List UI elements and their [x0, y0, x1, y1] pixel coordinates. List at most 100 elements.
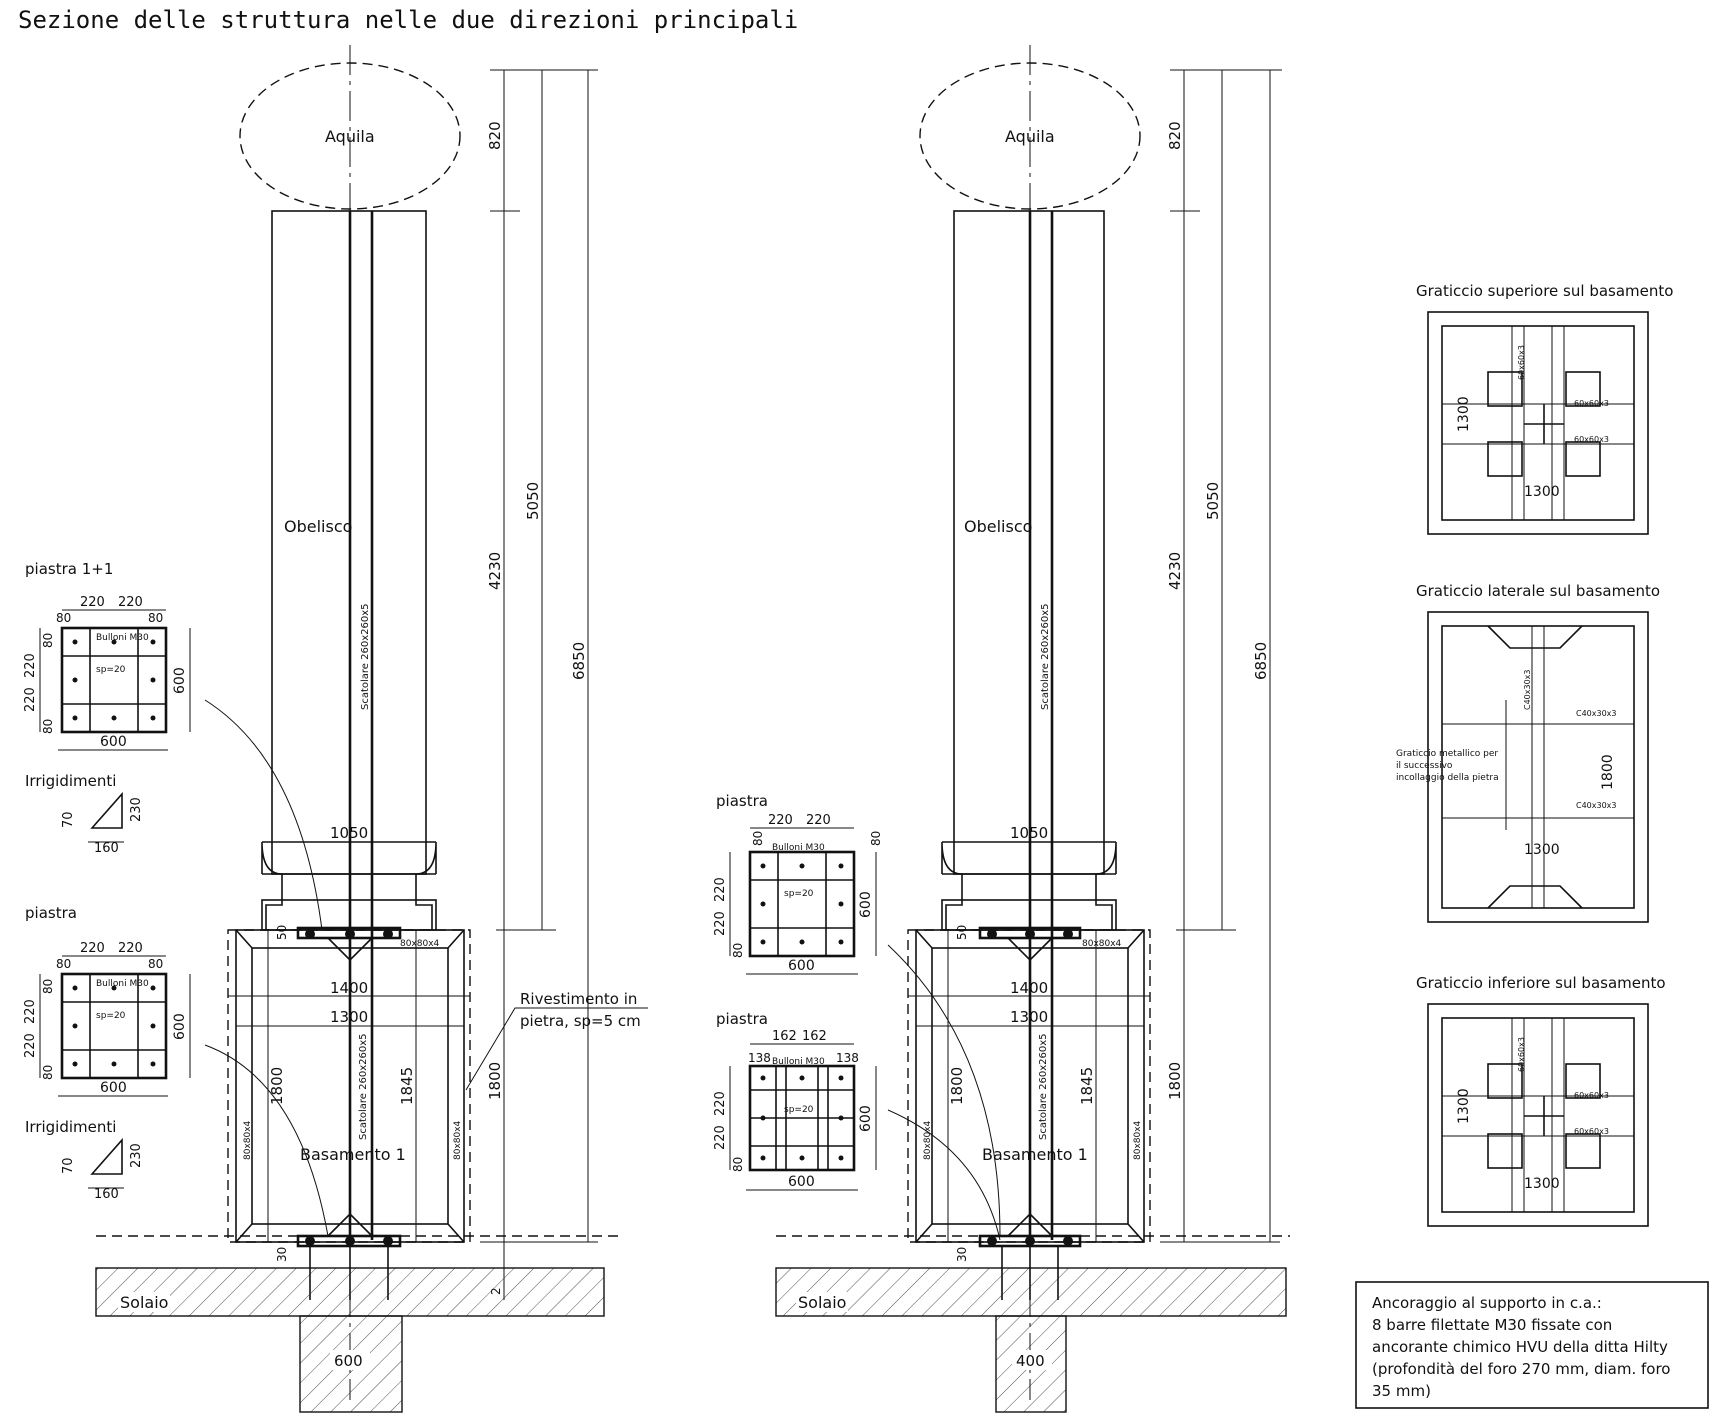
plate-1p1-220b: 220 — [118, 595, 143, 610]
angolare-label-top: 80x80x4 — [400, 939, 440, 949]
plate-right-2-80c: 80 — [731, 1157, 745, 1172]
plate-1p1-80c: 80 — [41, 633, 55, 648]
plate-right-2-220c: 220 — [713, 1091, 728, 1116]
dim-1800-right: 1800 — [486, 1062, 504, 1100]
plate-left-2-80c: 80 — [41, 979, 55, 994]
plate-1p1-title: piastra 1+1 — [25, 560, 113, 578]
dim-6850: 6850 — [570, 642, 588, 680]
plate-left-2-220d: 220 — [23, 1033, 38, 1058]
plate-left-2-220c: 220 — [23, 999, 38, 1024]
plate-left-2-80d: 80 — [41, 1065, 55, 1080]
plate-left-2-220a: 220 — [80, 941, 105, 956]
rivestimento-label-2: pietra, sp=5 cm — [520, 1012, 641, 1030]
plate-right-2-220d: 220 — [713, 1125, 728, 1150]
plate-right-2-162b: 162 — [802, 1029, 827, 1044]
angolare-label-left: 80x80x4 — [243, 1120, 253, 1160]
dim-1800-inner: 1800 — [268, 1067, 286, 1105]
anchor-note-line-4: (profondità del foro 270 mm, diam. foro — [1372, 1360, 1670, 1378]
anchor-note-line-1: Ancoraggio al supporto in c.a.: — [1372, 1294, 1602, 1312]
plate-right-1-sp: sp=20 — [784, 889, 814, 899]
gi-label-1300h: 1300 — [1524, 1176, 1560, 1192]
dim-30-2: 30 — [955, 1247, 969, 1262]
solaio-label: Solaio — [120, 1293, 168, 1312]
plate-right-1-title: piastra — [716, 792, 768, 810]
plate-1p1-220d: 220 — [23, 687, 38, 712]
gl-note-3: incollaggio della pietra — [1396, 773, 1499, 783]
anchor-note-line-3: ancorante chimico HVU della ditta Hilty — [1372, 1338, 1668, 1356]
scatolare-label-top-2: Scatolare 260x260x5 — [1040, 603, 1051, 710]
plate-right-2-bulloni: Bulloni M30 — [772, 1057, 825, 1067]
dim-5050-2: 5050 — [1204, 482, 1222, 520]
scatolare-label-base: Scatolare 260x260x5 — [358, 1033, 369, 1140]
graticcio-inferiore: Graticcio inferiore sul basamento 1300 1… — [1416, 974, 1666, 1227]
aquila-ellipse-2 — [919, 62, 1141, 210]
dim-1300-2: 1300 — [1010, 1008, 1048, 1026]
right-elevation: Aquila Obelisco Scatolare 260x260x5 Basa… — [775, 45, 1290, 1413]
graticcio-inferiore-title: Graticcio inferiore sul basamento — [1416, 974, 1666, 992]
plate-1p1-600h: 600 — [100, 734, 127, 750]
plate-left-2: piastra Bulloni M30 sp=20 220 220 80 80 … — [23, 904, 191, 1202]
anchor-note: Ancoraggio al supporto in c.a.: 8 barre … — [1355, 1281, 1709, 1409]
plate-right-2: piastra Bulloni M30 sp=20 162 162 138 13… — [713, 1010, 877, 1191]
gl-label-c40-v: C40x30x3 — [1523, 669, 1532, 710]
aquila-label-2: Aquila — [1005, 127, 1055, 146]
irrig-2-70: 70 — [61, 1157, 76, 1174]
aquila-ellipse — [239, 62, 461, 210]
plate-1p1: piastra 1+1 Bulloni M30 sp=20 220 220 80… — [23, 560, 191, 856]
plate-right-1: piastra Bulloni M30 sp=20 220 220 80 80 … — [713, 792, 883, 975]
gl-label-c40-a: C40x30x3 — [1576, 709, 1617, 718]
plate-1p1-220a: 220 — [80, 595, 105, 610]
anchor-note-line-2: 8 barre filettate M30 fissate con — [1372, 1316, 1612, 1334]
dim-2: 2 — [489, 1287, 503, 1295]
plate-right-2-title: piastra — [716, 1010, 768, 1028]
dim-1800-inner-2: 1800 — [948, 1067, 966, 1105]
gs-label-1300v: 1300 — [1456, 396, 1472, 432]
plate-left-2-600h: 600 — [100, 1080, 127, 1096]
plate-1p1-80b: 80 — [148, 611, 163, 625]
dim-820-2: 820 — [1166, 121, 1184, 150]
gi-label-l60c: 60x60x3 — [1517, 1037, 1526, 1072]
dim-50: 50 — [275, 925, 289, 940]
gi-label-l60b: 60x60x3 — [1574, 1127, 1609, 1136]
dim-820: 820 — [486, 121, 504, 150]
plate-1p1-bulloni: Bulloni M30 — [96, 633, 149, 643]
plate-right-2-138a: 138 — [748, 1051, 771, 1065]
dim-4230: 4230 — [486, 552, 504, 590]
left-elevation: Aquila Obelisco Scatolare 260x260x5 Basa… — [95, 45, 648, 1413]
plate-right-1-80c: 80 — [731, 943, 745, 958]
basamento-label-2: Basamento 1 — [982, 1145, 1088, 1164]
dim-1050-2: 1050 — [1010, 824, 1048, 842]
plate-right-1-600h: 600 — [788, 958, 815, 974]
gs-label-l60a: 60x60x3 — [1574, 399, 1609, 408]
rivestimento-label-1: Rivestimento in — [520, 990, 637, 1008]
solaio-slab-2 — [775, 1267, 1287, 1317]
plate-left-2-title: piastra — [25, 904, 77, 922]
plate-right-1-220b: 220 — [806, 813, 831, 828]
dim-4230-2: 4230 — [1166, 552, 1184, 590]
plate-left-2-220b: 220 — [118, 941, 143, 956]
gs-label-l60c: 60x60x3 — [1517, 345, 1526, 380]
plate-right-1-80a: 80 — [751, 831, 765, 846]
irrigidimenti-1-title: Irrigidimenti — [25, 772, 116, 790]
irrigidimenti-2-title: Irrigidimenti — [25, 1118, 116, 1136]
plate-right-2-600h: 600 — [788, 1174, 815, 1190]
solaio-label-2: Solaio — [798, 1293, 846, 1312]
plate-right-1-600v: 600 — [858, 891, 874, 918]
column-width-left: 600 — [334, 1352, 363, 1370]
dim-1400-2: 1400 — [1010, 979, 1048, 997]
scatolare-label-base-2: Scatolare 260x260x5 — [1038, 1033, 1049, 1140]
gl-label-1300: 1300 — [1524, 842, 1560, 858]
graticcio-superiore-title: Graticcio superiore sul basamento — [1416, 282, 1673, 300]
plate-right-2-600v: 600 — [858, 1105, 874, 1132]
plate-left-2-80a: 80 — [56, 957, 71, 971]
gl-label-c40-b: C40x30x3 — [1576, 801, 1617, 810]
plate-right-2-138b: 138 — [836, 1051, 859, 1065]
gl-note-1: Graticcio metallico per — [1396, 749, 1498, 759]
basamento-label: Basamento 1 — [300, 1145, 406, 1164]
drawing-title: Sezione delle struttura nelle due direzi… — [18, 6, 798, 34]
angolare-label-left-2: 80x80x4 — [923, 1120, 933, 1160]
plate-right-1-80b: 80 — [869, 831, 883, 846]
gi-label-l60a: 60x60x3 — [1574, 1091, 1609, 1100]
irrig-1-70: 70 — [61, 811, 76, 828]
